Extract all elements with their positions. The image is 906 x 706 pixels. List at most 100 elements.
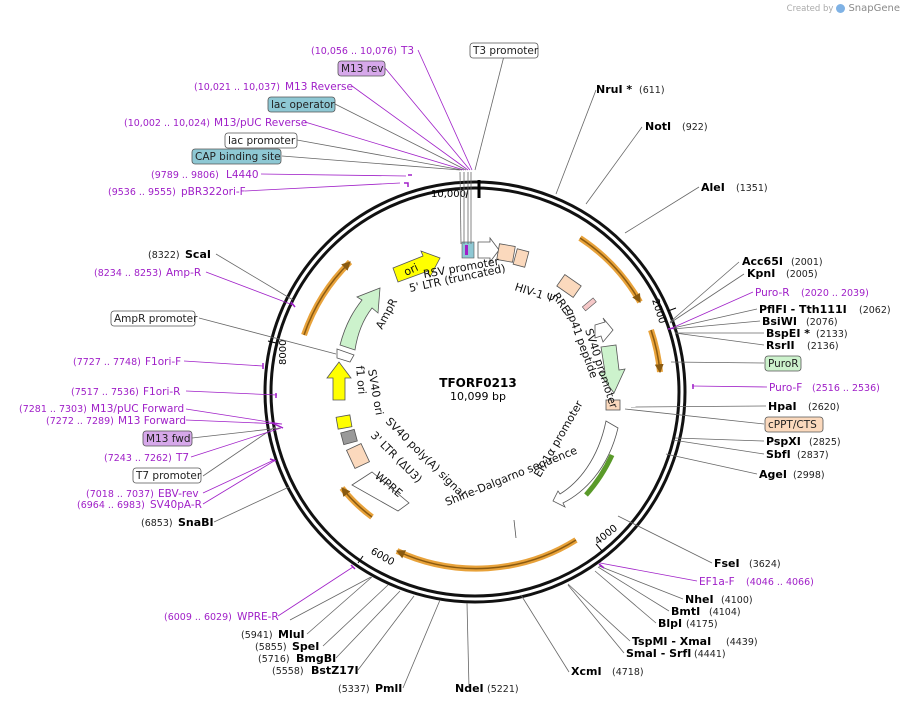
site-bstz17i[interactable]: BstZ17I	[311, 664, 359, 677]
site-nrui[interactable]: NruI *	[596, 83, 632, 96]
site-alei-pos: (1351)	[736, 183, 768, 194]
label-f1-ori: f1 ori	[353, 365, 368, 395]
ampr-promoter-box	[336, 348, 355, 363]
site-alei[interactable]: AleI	[701, 181, 725, 194]
site-blpi[interactable]: BlpI	[658, 617, 682, 630]
m13-rev-box[interactable]	[337, 60, 386, 77]
t7-promoter-box[interactable]	[132, 467, 202, 484]
site-xcmi[interactable]: XcmI	[571, 665, 602, 678]
primer-pbr322ori-f[interactable]: pBR322ori-F	[181, 186, 246, 198]
primer-ef1a-f[interactable]: EF1a-F	[699, 576, 735, 588]
primer-puro-r[interactable]: Puro-R	[755, 287, 790, 299]
primer-ebv-rev-pos: (7018 .. 7037)	[86, 489, 154, 500]
primer-m13-reverse[interactable]: M13 Reverse	[285, 81, 353, 93]
sv40-ori-box	[335, 414, 353, 430]
site-rsrii[interactable]: RsrII	[766, 339, 795, 352]
arc-feature-1	[578, 235, 643, 304]
site-ndei-pos: (5221)	[487, 684, 519, 695]
primer-l4440[interactable]: L4440	[226, 169, 259, 181]
rsv-promoter-arrow	[477, 236, 500, 264]
primer-f1ori-r[interactable]: F1ori-R	[143, 386, 180, 398]
lac-promoter-label: lac promoter	[228, 135, 296, 147]
site-mlui[interactable]: MluI	[278, 628, 305, 641]
site-hpai-pos: (2620)	[808, 402, 840, 413]
primer-ebv-rev[interactable]: EBV-rev	[158, 488, 199, 500]
cap-binding-site-box[interactable]	[191, 148, 282, 165]
site-sbfi-pos: (2837)	[797, 450, 829, 461]
f1-ori-arrow	[326, 361, 352, 401]
inner-features	[326, 236, 626, 539]
primer-t7[interactable]: T7	[175, 452, 189, 464]
site-noti[interactable]: NotI	[645, 120, 671, 133]
primer-m13puc-reverse[interactable]: M13/pUC Reverse	[214, 117, 307, 129]
primer-sv40pa-r[interactable]: SV40pA-R	[150, 499, 202, 511]
site-spei[interactable]: SpeI	[292, 640, 319, 653]
site-nhei[interactable]: NheI	[685, 593, 714, 606]
pbr322ori-primer-mark	[404, 182, 409, 187]
lac-promoter-box[interactable]	[224, 132, 298, 149]
plasmid-length: 10,099 bp	[450, 390, 506, 403]
site-pflfi-tth111i[interactable]: PflFI - Tth111I	[759, 303, 847, 316]
tick-label-6000: 6000	[369, 546, 397, 568]
snapgene-brand: Created by SnapGene	[787, 3, 900, 14]
site-bmgbi-pos: (5716)	[258, 654, 290, 665]
site-smai-srfi[interactable]: SmaI - SrfI	[626, 647, 691, 660]
m13-fwd-box[interactable]	[142, 430, 193, 447]
primer-amp-r-pos: (8234 .. 8253)	[94, 268, 162, 279]
primer-amp-r[interactable]: Amp-R	[166, 267, 201, 279]
primer-f1ori-f[interactable]: F1ori-F	[145, 356, 181, 368]
site-scai[interactable]: ScaI	[185, 248, 211, 261]
site-tspmi-xmai-pos: (4439)	[726, 637, 758, 648]
t3-promoter-box[interactable]	[469, 42, 539, 59]
right-leaders	[555, 89, 768, 475]
label-ori: ori	[402, 261, 420, 279]
t7-promoter-label: T7 promoter	[135, 470, 202, 482]
site-agei[interactable]: AgeI	[759, 468, 787, 481]
site-bspei[interactable]: BspEI *	[766, 327, 810, 340]
site-snabi[interactable]: SnaBI	[178, 516, 214, 529]
site-acc65i[interactable]: Acc65I	[742, 255, 783, 268]
primer-ef1a-f-pos: (4046 .. 4066)	[746, 577, 814, 588]
amp-r-primer-mark	[290, 301, 296, 308]
site-hpai[interactable]: HpaI	[768, 400, 797, 413]
ampr-promoter-box-label[interactable]	[110, 310, 196, 327]
primer-m13puc-forward[interactable]: M13/pUC Forward	[91, 403, 184, 415]
site-ndei[interactable]: NdeI	[455, 682, 484, 695]
lac-operator-box[interactable]	[267, 96, 336, 113]
primer-puro-f-pos: (2516 .. 2536)	[812, 383, 880, 394]
site-blpi-pos: (4175)	[686, 619, 718, 630]
site-kpni[interactable]: KpnI	[747, 267, 775, 280]
tick-label-4000: 4000	[593, 523, 620, 547]
site-agei-pos: (2998)	[793, 470, 825, 481]
primer-wpre-r[interactable]: WPRE-R	[237, 611, 279, 623]
site-sbfi[interactable]: SbfI	[766, 448, 791, 461]
site-nhei-pos: (4100)	[721, 595, 753, 606]
bottom-left-leaders	[183, 253, 415, 671]
ebv-rev-primer-mark	[269, 458, 277, 462]
site-pspxi[interactable]: PspXI	[766, 435, 801, 448]
tick-label-10000: 10,000	[431, 189, 466, 200]
puror-box[interactable]	[764, 355, 802, 372]
puro-r-primer-mark	[667, 327, 675, 330]
tick-label-8000: 8000	[278, 340, 289, 365]
cppt-cts-box[interactable]	[764, 416, 824, 433]
wpre-box	[351, 471, 410, 512]
gp41-box	[581, 297, 597, 312]
primer-puro-f[interactable]: Puro-F	[769, 382, 802, 394]
brand-name: SnapGene	[848, 3, 900, 14]
top-leaders	[244, 49, 505, 245]
primer-m13-forward[interactable]: M13 Forward	[118, 415, 186, 427]
m13-fwd-primer-marks	[271, 422, 284, 429]
site-spei-pos: (5855)	[255, 642, 287, 653]
primer-t3[interactable]: T3	[400, 45, 414, 57]
site-bmti[interactable]: BmtI	[671, 605, 700, 618]
site-scai-pos: (8322)	[148, 250, 180, 261]
site-bsiwi[interactable]: BsiWI	[762, 315, 797, 328]
site-tspmi-xmai[interactable]: TspMI - XmaI	[632, 635, 711, 648]
site-fsei[interactable]: FseI	[714, 557, 740, 570]
cap-binding-site-label: CAP binding site	[195, 151, 281, 163]
ltr-box	[496, 243, 516, 263]
site-bmgbi[interactable]: BmgBI	[296, 652, 336, 665]
site-pmli[interactable]: PmlI	[375, 682, 402, 695]
